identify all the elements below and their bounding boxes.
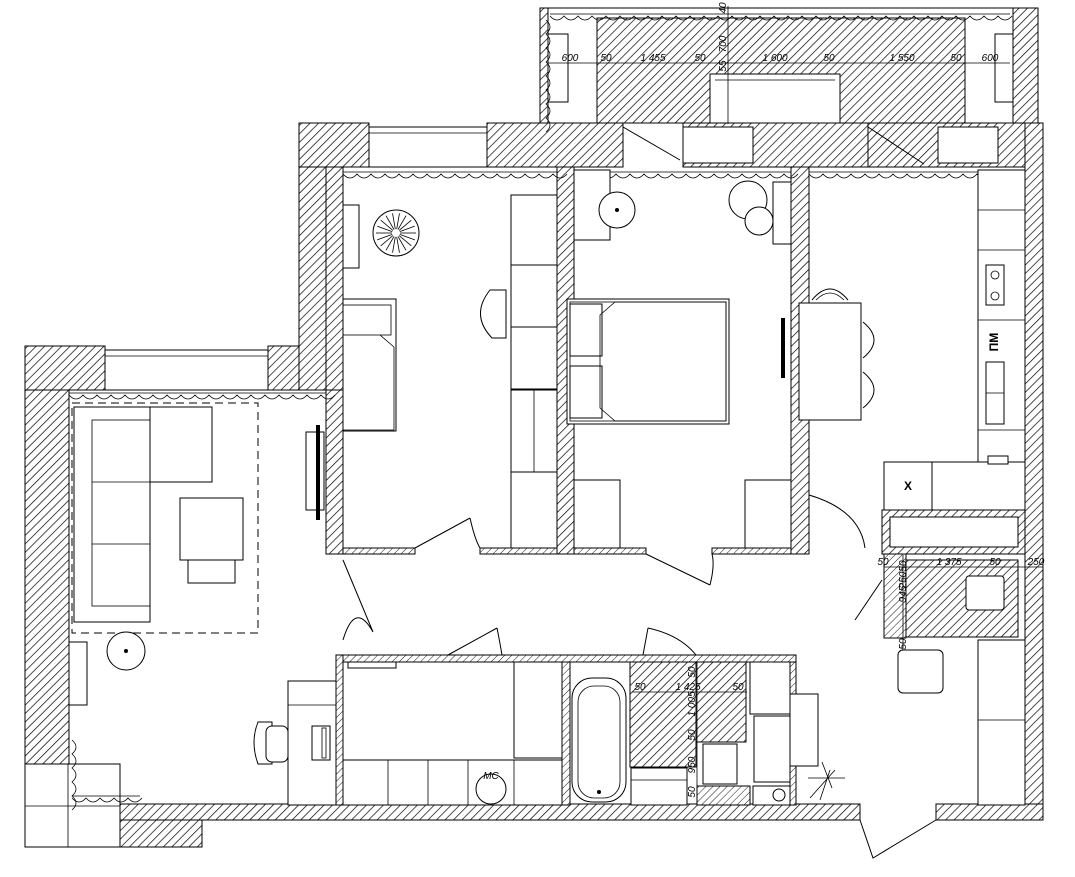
- dimension-label: 50: [732, 682, 744, 693]
- fan-spoke: [392, 213, 396, 230]
- dimension-label: 50: [877, 557, 889, 568]
- fan-spoke: [398, 219, 412, 231]
- dimension-label: 950: [687, 756, 698, 773]
- dimension-label: 50: [687, 729, 698, 741]
- dimension-label: 250: [898, 571, 909, 589]
- dimension-label: 1 375: [936, 557, 961, 568]
- dimension-label: 50: [898, 560, 909, 572]
- curtain: [545, 19, 551, 133]
- fan-spoke: [397, 236, 407, 251]
- dimension-label: 600: [562, 53, 579, 64]
- fridge-mark-label: ПМ: [987, 333, 1001, 352]
- dimension-label: 40: [718, 2, 729, 14]
- fan-spoke: [399, 233, 415, 241]
- dimension-label: 50: [600, 53, 612, 64]
- dimension-label: 50: [634, 682, 646, 693]
- bathroom-and-hall: [342, 661, 845, 806]
- dimension-label: 250: [1027, 557, 1045, 568]
- fan-spoke: [399, 225, 415, 233]
- dimension-label: 50: [823, 53, 835, 64]
- dimension-label: 50: [898, 638, 909, 650]
- dimension-label: 1 600: [762, 53, 787, 64]
- fan-spoke: [380, 235, 394, 247]
- dimension-label: 50: [950, 53, 962, 64]
- doors: [342, 126, 937, 859]
- toilet-mark-label: X: [904, 479, 912, 493]
- dimension-label: 1 455: [640, 53, 665, 64]
- curtain: [71, 739, 77, 811]
- dimension-label: 600: [982, 53, 999, 64]
- dimension-label: 50: [687, 786, 698, 798]
- fan-spoke: [396, 236, 400, 253]
- dimension-label: 700: [718, 35, 729, 52]
- living-room-furniture: [68, 402, 337, 806]
- dimension-label: 1 550: [889, 53, 914, 64]
- dimension-label: 50: [687, 666, 698, 678]
- dimension-lines: [548, 6, 1043, 805]
- dimension-label: 1 425: [675, 682, 700, 693]
- exterior-walls: [24, 7, 1044, 848]
- curtain: [573, 173, 799, 179]
- curtain: [71, 797, 143, 803]
- dimension-label: 50: [989, 557, 1001, 568]
- bedroom-1-furniture: [326, 194, 558, 549]
- curtain: [549, 15, 1013, 21]
- appliance-labels: X ПМ МС: [483, 333, 1001, 782]
- fan-spoke: [392, 236, 396, 253]
- curtain: [808, 173, 992, 179]
- fan-spoke: [397, 215, 407, 230]
- fan-spoke: [398, 235, 412, 247]
- fan-spoke: [385, 215, 395, 230]
- dimension-label: 50: [694, 53, 706, 64]
- fan-spoke: [385, 236, 395, 251]
- washer-mark-label: МС: [483, 771, 499, 782]
- fan-spoke: [377, 233, 393, 241]
- kitchen: [798, 169, 1026, 806]
- dimension-label: 1 005: [687, 691, 698, 716]
- fan-spoke: [396, 213, 400, 230]
- curtain: [342, 173, 568, 179]
- curtain: [68, 394, 336, 400]
- dimension-labels: 600 50 1 455 50 1 600 50 1 550 50 600 40 700 55 50 1 …: [562, 2, 1045, 798]
- fan-spoke: [380, 219, 394, 231]
- dimension-label: 55: [718, 60, 729, 72]
- bedroom-2-furniture: [566, 169, 792, 549]
- fan-spoke: [377, 225, 393, 233]
- dimension-label: 945: [898, 585, 909, 602]
